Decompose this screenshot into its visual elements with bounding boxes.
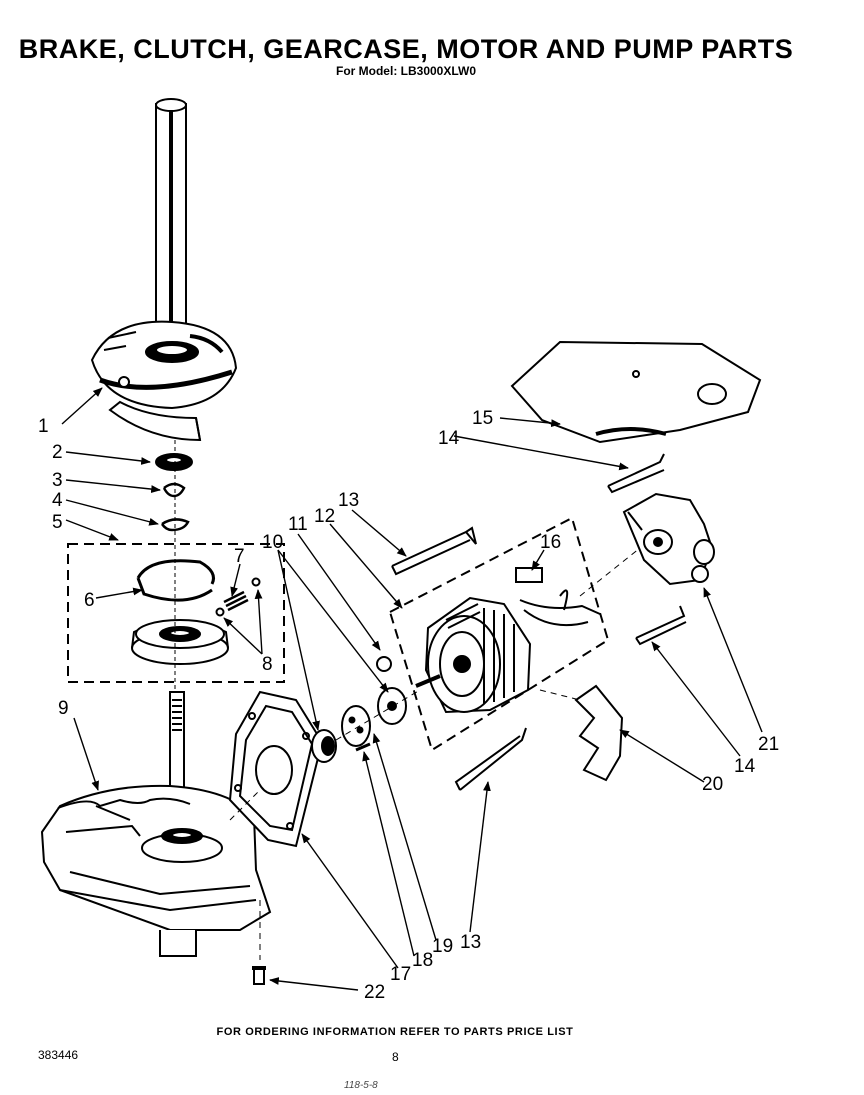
- callout-19: 19: [432, 936, 453, 957]
- gearcase-part-9: [40, 691, 272, 957]
- pump-part-21: [622, 492, 715, 586]
- brake-shaft-assembly: [90, 98, 238, 442]
- strap-part-14-lower: [635, 605, 687, 646]
- handwritten-mark: 118-5-8: [344, 1080, 378, 1091]
- callout-6: 6: [84, 590, 95, 611]
- clutch-band-part-6: [136, 559, 215, 602]
- spring-part-7: [223, 590, 249, 612]
- callout-3: 3: [52, 470, 63, 491]
- strap-part-13-lower: [454, 727, 527, 791]
- page-number: 8: [392, 1050, 399, 1064]
- callout-8: 8: [262, 654, 273, 675]
- callout-20: 20: [702, 774, 723, 795]
- callout-13-lower: 13: [460, 932, 481, 953]
- alignment-lines: [229, 547, 641, 960]
- pulley-part-18: [311, 729, 337, 763]
- motor-group-box: [388, 516, 610, 752]
- callout-21: 21: [758, 734, 779, 755]
- switch-part-16: [515, 567, 543, 583]
- callout-10: 10: [262, 532, 283, 553]
- callout-15: 15: [472, 408, 493, 429]
- model-subtitle: For Model: LB3000XLW0: [335, 64, 477, 78]
- document-number: 383446: [38, 1048, 79, 1062]
- callout-22: 22: [364, 982, 385, 1003]
- bearing-part-2: [155, 453, 193, 471]
- pin-part-8-b: [251, 577, 261, 587]
- screw-part-22: [252, 966, 266, 985]
- gasket-part-17: [228, 690, 324, 848]
- callout-7: 7: [234, 546, 245, 567]
- strap-part-14-upper: [607, 453, 665, 494]
- callout-16: 16: [540, 532, 561, 553]
- callout-2: 2: [52, 442, 63, 463]
- bracket-part-20: [574, 684, 624, 782]
- callout-5: 5: [52, 512, 63, 533]
- screw-part-18: [355, 742, 371, 752]
- callout-4: 4: [52, 490, 63, 511]
- ordering-info-note: FOR ORDERING INFORMATION REFER TO PARTS …: [216, 1026, 574, 1038]
- callout-14-lower: 14: [734, 756, 756, 777]
- coupling-part-10: [377, 687, 407, 725]
- plate-part-15: [510, 340, 762, 444]
- strap-part-13-upper: [391, 526, 477, 576]
- callout-18: 18: [412, 950, 433, 971]
- callout-17: 17: [390, 964, 411, 985]
- callout-9: 9: [58, 698, 69, 719]
- nut-part-11: [376, 656, 392, 672]
- retaining-clip-part-3: [162, 482, 186, 498]
- pin-part-8-a: [215, 607, 225, 617]
- callout-11: 11: [288, 514, 308, 535]
- callout-1: 1: [38, 416, 49, 437]
- callout-12: 12: [314, 506, 335, 527]
- page-title: BRAKE, CLUTCH, GEARCASE, MOTOR AND PUMP …: [18, 34, 794, 64]
- callout-13-upper: 13: [338, 490, 359, 511]
- clutch-drum: [131, 619, 229, 665]
- callout-14-upper: 14: [438, 428, 460, 449]
- motor-part-12: [415, 589, 601, 714]
- coupling-part-19: [341, 705, 371, 747]
